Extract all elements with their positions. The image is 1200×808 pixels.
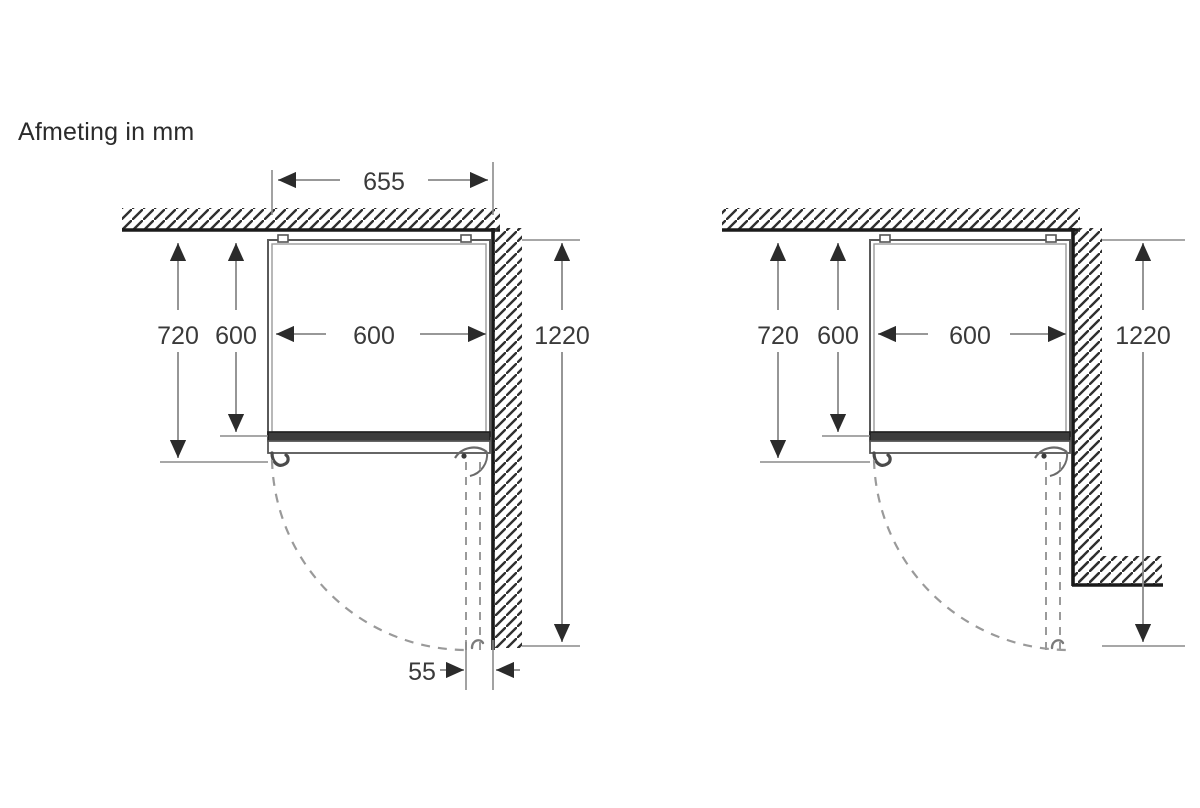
- dimension-600-depth: 600: [215, 243, 268, 437]
- door-hinge-icon: [454, 446, 489, 477]
- dimension-label-720: 720: [157, 322, 199, 350]
- dimension-label-720: 720: [757, 322, 799, 350]
- dimension-55: 55: [408, 640, 520, 690]
- page-title: Afmeting in mm: [18, 118, 195, 146]
- dimension-1220: 1220: [522, 239, 590, 647]
- right-diagram: 720 600 600 1220: [722, 208, 1185, 652]
- side-wall-hatch: [491, 228, 522, 650]
- door-handle-icon: [872, 451, 892, 467]
- dimension-label-1220: 1220: [1115, 322, 1171, 350]
- door-swing-arc: [872, 459, 1069, 652]
- ceiling-hatch: [122, 208, 500, 232]
- door-swing-arc: [270, 459, 485, 652]
- left-diagram: 655 720 600 600: [122, 162, 590, 690]
- dimension-label-1220: 1220: [534, 322, 590, 350]
- door-hinge-icon: [1034, 446, 1069, 477]
- dimension-label-600-width: 600: [949, 322, 991, 350]
- corner-wall-hatch: [1071, 228, 1163, 587]
- dimension-655: 655: [271, 162, 494, 215]
- appliance-door: [869, 431, 1071, 454]
- dimension-1220: 1220: [1102, 239, 1185, 647]
- appliance-body: [267, 234, 491, 437]
- dimension-label-600-depth: 600: [817, 322, 859, 350]
- dimension-720: 720: [757, 243, 870, 463]
- dimension-label-55: 55: [408, 658, 436, 686]
- dimension-600-depth: 600: [817, 243, 870, 437]
- dimension-720: 720: [157, 243, 268, 463]
- dimension-label-600-width: 600: [353, 322, 395, 350]
- dimension-label-655: 655: [363, 168, 405, 196]
- dimension-label-600-depth: 600: [215, 322, 257, 350]
- ceiling-hatch: [722, 208, 1080, 232]
- door-handle-icon: [270, 451, 290, 467]
- dimension-600-width: 600: [878, 322, 1066, 350]
- dimension-600-width: 600: [276, 322, 486, 350]
- appliance-door: [267, 431, 491, 454]
